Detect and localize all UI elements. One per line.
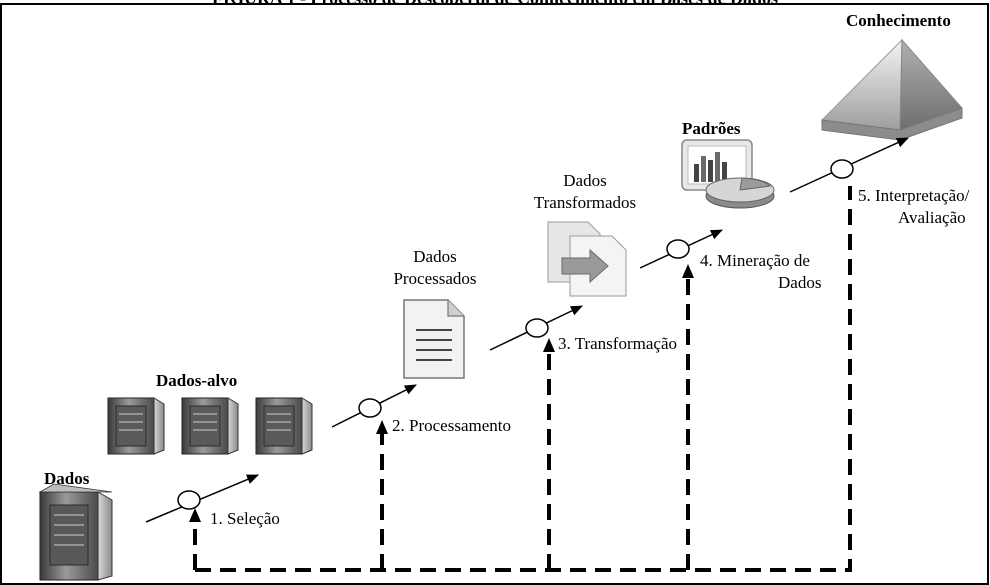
padroes-chart-icon xyxy=(681,139,775,209)
label-step-2: 2. Processamento xyxy=(392,416,511,435)
label-step-1: 1. Seleção xyxy=(210,509,280,528)
dados-transformados-icon xyxy=(547,221,627,297)
label-padroes: Padrões xyxy=(682,119,741,138)
step-arrow-1 xyxy=(145,474,259,523)
label-dados-processados-2: Processados xyxy=(393,269,477,288)
label-dados-alvo: Dados-alvo xyxy=(156,371,238,390)
step-arrow-5 xyxy=(789,137,909,193)
feedback-loop xyxy=(193,186,852,572)
label-step-5-line1: 5. Interpretação/ xyxy=(858,186,970,205)
label-dados-transformados-2: Transformados xyxy=(533,193,637,212)
dados-alvo-server-icon-2 xyxy=(181,397,239,455)
label-step-5-line2: Avaliação xyxy=(898,208,966,227)
label-dados: Dados xyxy=(44,469,90,488)
step-arrow-2 xyxy=(331,384,417,428)
conhecimento-pyramid-icon xyxy=(820,38,963,141)
step-arrow-4 xyxy=(639,229,723,269)
dados-alvo-server-icon-3 xyxy=(255,397,313,455)
figure-border xyxy=(0,3,989,585)
dados-alvo-server-icon-1 xyxy=(107,397,165,455)
dados-server-icon xyxy=(38,483,113,581)
feedback-arrowheads xyxy=(189,264,694,522)
label-step-4-line2: Dados xyxy=(778,273,822,292)
dados-processados-document-icon xyxy=(403,299,465,379)
step-arrow-3 xyxy=(489,305,583,351)
label-conhecimento: Conhecimento xyxy=(846,11,951,30)
label-step-4-line1: 4. Mineração de xyxy=(700,251,810,270)
label-step-3: 3. Transformação xyxy=(558,334,677,353)
label-dados-transformados-1: Dados xyxy=(563,171,607,190)
label-dados-processados-1: Dados xyxy=(413,247,457,266)
